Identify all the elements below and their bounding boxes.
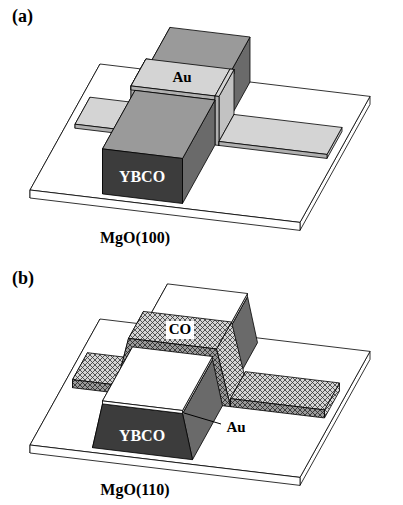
panel-label: (b) — [12, 268, 34, 289]
ybco-bar — [103, 90, 216, 203]
au-strip-face — [219, 114, 342, 154]
ybco-bar-face — [103, 90, 216, 158]
device-b — [30, 284, 370, 486]
au-layer-face — [103, 401, 183, 414]
au-layer-face — [103, 347, 213, 411]
layer-label: Au — [226, 419, 245, 436]
layer-label: YBCO — [119, 168, 165, 186]
device-a — [30, 27, 370, 230]
panel-label: (a) — [12, 6, 33, 27]
au-layer — [103, 347, 213, 414]
substrate-label: MgO(100) — [100, 229, 170, 247]
au-strip-face — [219, 141, 327, 158]
ybco-bar-face — [103, 149, 183, 204]
leader-line — [184, 413, 221, 424]
co-strip — [231, 372, 340, 418]
layer-label: YBCO — [119, 427, 165, 445]
au-strip-face — [215, 69, 234, 96]
au-strip — [219, 114, 342, 158]
layer-label: CO — [166, 321, 195, 338]
au-strip-face — [215, 96, 219, 145]
co-strip-face — [231, 399, 325, 418]
substrate-label: MgO(110) — [100, 481, 169, 499]
layer-label: Au — [172, 69, 191, 86]
